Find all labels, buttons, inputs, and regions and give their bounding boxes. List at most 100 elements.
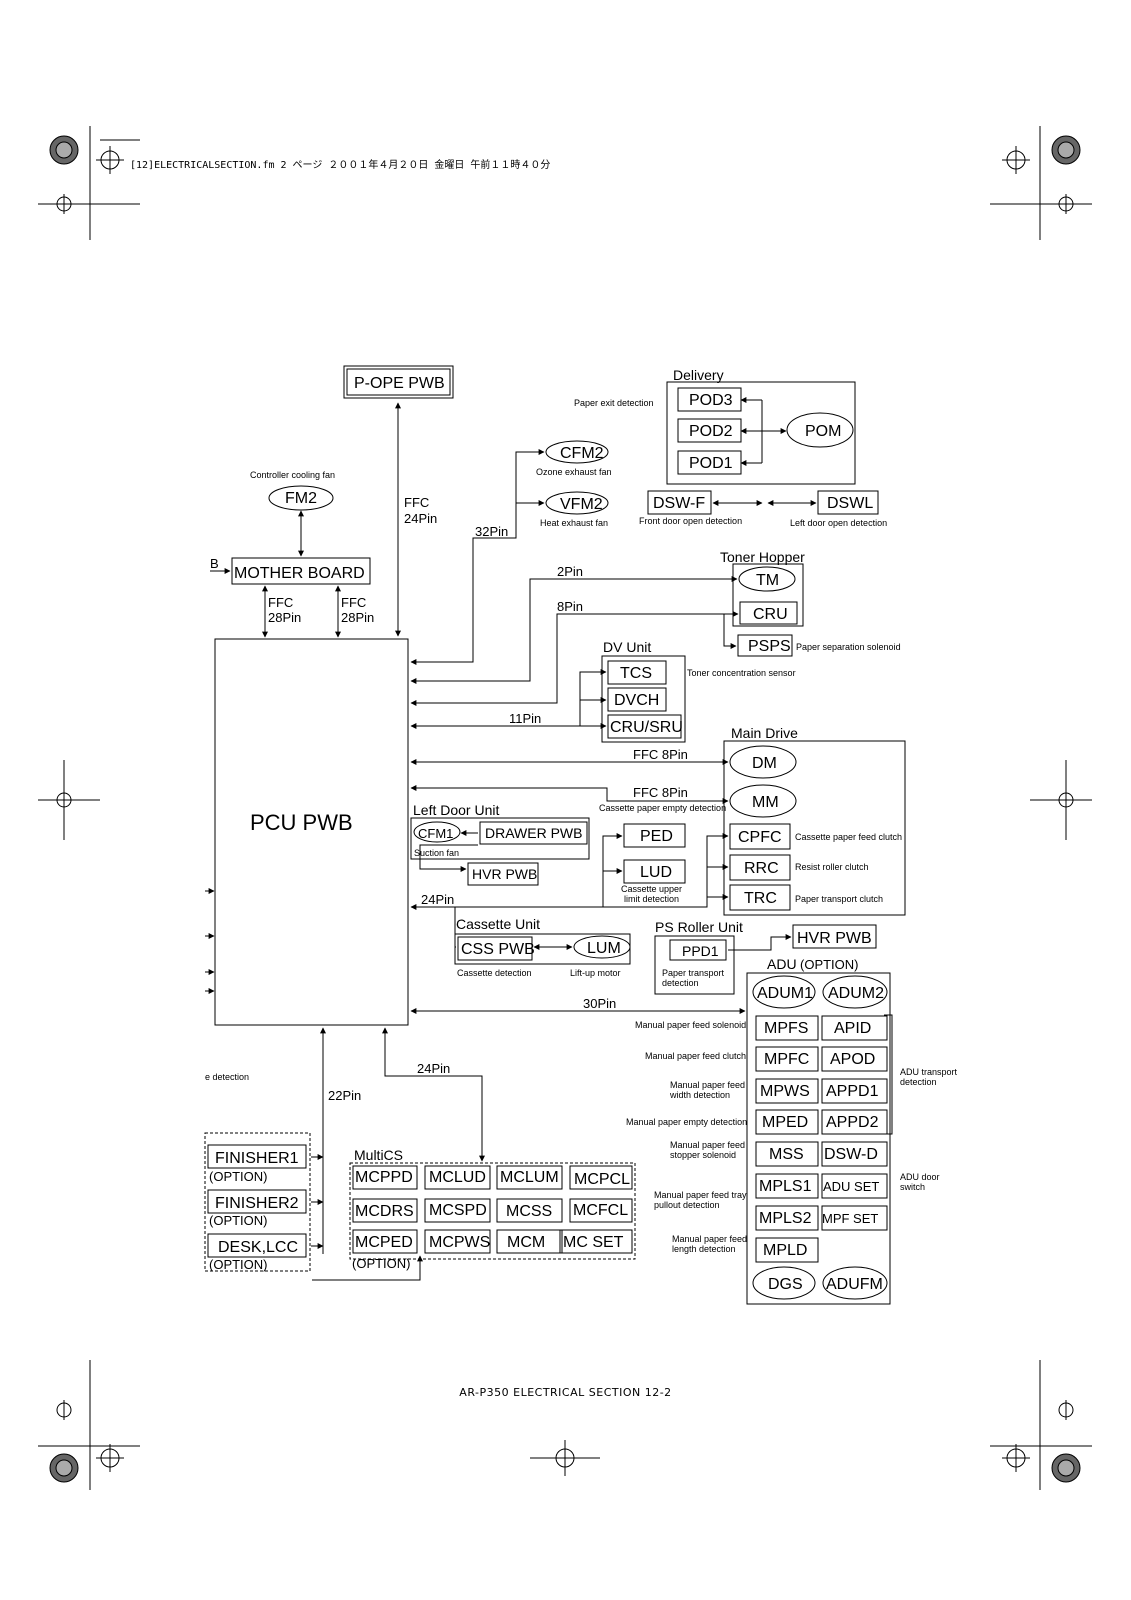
diagram-label: Toner concentration sensor: [687, 668, 796, 678]
diagram-label: FFC 8Pin: [633, 785, 688, 800]
main-drive-box: [723, 740, 906, 916]
diagram-label: Main Drive: [731, 725, 798, 741]
diagram-label: 8Pin: [557, 599, 583, 614]
diagram-label: CRU/SRU: [610, 719, 683, 736]
diagram-label: MPFS: [764, 1020, 808, 1037]
diagram-label: pullout detection: [654, 1200, 720, 1210]
page-footer: AR-P350 ELECTRICAL SECTION 12-2: [459, 1386, 672, 1399]
diagram-label: (OPTION): [800, 957, 859, 972]
crop-marks: [38, 126, 1092, 1490]
diagram-label: 30Pin: [583, 996, 616, 1011]
diagram-label: B: [210, 556, 219, 571]
diagram-label: ADUM2: [828, 985, 884, 1002]
diagram-label: (OPTION): [352, 1256, 411, 1271]
diagram-label: FINISHER2: [215, 1195, 299, 1212]
diagram-label: PS Roller Unit: [655, 919, 743, 935]
diagram-label: MCPCL: [574, 1171, 630, 1188]
ps-roller-box: [654, 935, 735, 995]
diagram-label: (OPTION): [209, 1169, 268, 1184]
diagram-label: detection: [900, 1077, 937, 1087]
diagram-label: Manual paper feed solenoid: [635, 1020, 746, 1030]
diagram-label: MSS: [769, 1146, 804, 1163]
diagram-label: FFC: [341, 595, 366, 610]
diagram-label: APID: [834, 1020, 871, 1037]
diagram-label: Heat exhaust fan: [540, 518, 608, 528]
diagram-label: ADU: [767, 956, 797, 972]
diagram-label: CPFC: [738, 829, 782, 846]
diagram-label: Lift-up motor: [570, 968, 621, 978]
mother-label: MOTHER BOARD: [234, 565, 365, 582]
diagram-label: DRAWER PWB: [485, 825, 582, 841]
diagram-label: Cassette paper feed clutch: [795, 832, 902, 842]
diagram-label: 24Pin: [421, 892, 454, 907]
diagram-label: DGS: [768, 1276, 803, 1293]
page-header: [12]ELECTRICALSECTION.fm 2 ページ ２００１年４月２０…: [130, 160, 551, 171]
diagram-label: CFM1: [418, 826, 453, 841]
diagram-label: 24Pin: [404, 511, 437, 526]
diagram-label: Left Door Unit: [413, 802, 499, 818]
diagram-label: DV Unit: [603, 639, 651, 655]
diagram-label: FFC: [268, 595, 293, 610]
diagram-label: FINISHER1: [215, 1150, 299, 1167]
diagram-label: MCSPD: [429, 1202, 487, 1219]
diagram-label: Cassette Unit: [456, 916, 540, 932]
diagram-label: APPD1: [826, 1083, 879, 1100]
diagram-label: LUD: [640, 864, 672, 881]
multics-box: [349, 1162, 636, 1260]
diagram-label: MCPED: [355, 1234, 413, 1251]
diagram-label: Cassette upper: [621, 884, 682, 894]
diagram-label: Manual paper feed: [670, 1140, 745, 1150]
diagram-label: MCFCL: [573, 1202, 628, 1219]
diagram-label: Ozone exhaust fan: [536, 467, 612, 477]
diagram-label: DVCH: [614, 692, 659, 709]
diagram-label: MCLUM: [500, 1169, 559, 1186]
diagram-label: MCPWS: [429, 1234, 490, 1251]
diagram-label: ADU SET: [823, 1179, 879, 1194]
diagram-label: Toner Hopper: [720, 549, 805, 565]
diagram-label: DSW-D: [824, 1146, 878, 1163]
diagram-label: 22Pin: [328, 1088, 361, 1103]
diagram-label: DSWL: [827, 495, 873, 512]
diagram-label: e detection: [205, 1072, 249, 1082]
diagram-label: POD3: [689, 392, 733, 409]
diagram-label: 2Pin: [557, 564, 583, 579]
diagram-label: width detection: [669, 1090, 730, 1100]
diagram-label: POD2: [689, 423, 733, 440]
diagram-label: Cassette detection: [457, 968, 532, 978]
diagram-label: PPD1: [682, 943, 719, 959]
diagram-label: TM: [756, 572, 779, 589]
diagram-label: Suction fan: [414, 848, 459, 858]
diagram-label: HVR PWB: [797, 930, 872, 947]
diagram-label: MPF SET: [822, 1211, 878, 1226]
diagram-label: Controller cooling fan: [250, 470, 335, 480]
diagram-label: DSW-F: [653, 495, 705, 512]
diagram-label: MCPPD: [355, 1169, 413, 1186]
diagram-label: CFM2: [560, 445, 604, 462]
diagram-label: length detection: [672, 1244, 736, 1254]
diagram-label: Paper separation solenoid: [796, 642, 901, 652]
pcu-box: [214, 638, 409, 1026]
diagram-label: FM2: [285, 490, 317, 507]
diagram-label: Paper transport: [662, 968, 725, 978]
diagram-label: Left door open detection: [790, 518, 887, 528]
diagram-label: 32Pin: [475, 524, 508, 539]
diagram-label: (OPTION): [209, 1213, 268, 1228]
diagram-label: MPED: [762, 1114, 808, 1131]
diagram-label: CSS PWB: [461, 941, 535, 958]
diagram-label: MCLUD: [429, 1169, 486, 1186]
pcu-label: PCU PWB: [250, 810, 353, 835]
diagram-label: MCM: [507, 1234, 545, 1251]
diagram-label: MPLS2: [759, 1210, 812, 1227]
diagram-label: Manual paper empty detection: [626, 1117, 747, 1127]
diagram-label: (OPTION): [209, 1257, 268, 1272]
diagram-label: TRC: [744, 890, 777, 907]
delivery-box: [666, 381, 856, 485]
diagram-label: MultiCS: [354, 1147, 403, 1163]
diagram-label: MCDRS: [355, 1203, 414, 1220]
diagram-label: detection: [662, 978, 699, 988]
diagram-label: MCSS: [506, 1203, 552, 1220]
diagram-label: Paper transport clutch: [795, 894, 883, 904]
diagram-label: APPD2: [826, 1114, 879, 1131]
diagram-label: ADUFM: [826, 1276, 883, 1293]
diagram-label: MPWS: [760, 1083, 810, 1100]
